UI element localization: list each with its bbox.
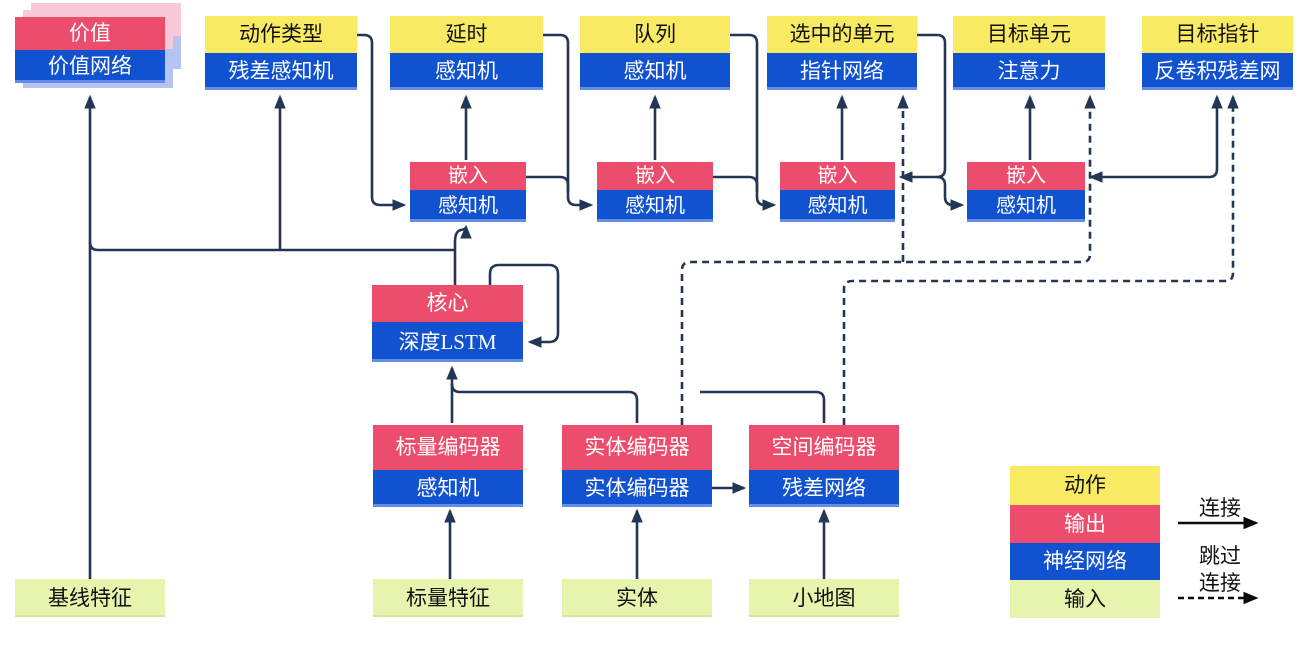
- legend-output: 输出: [1010, 505, 1160, 543]
- target-point-header: 目标指针: [1142, 16, 1293, 53]
- node-delay: 延时 感知机: [390, 16, 543, 90]
- edge-embed4-target-point: [1088, 94, 1223, 183]
- skip-entity-to-target-unit: [680, 94, 1096, 425]
- embed4-header: 嵌入: [967, 162, 1085, 190]
- edge-queue-to-embed3: [730, 33, 777, 211]
- queue-header: 队列: [580, 16, 730, 53]
- edge-core-to-embed1: [453, 224, 472, 285]
- legend-input: 输入: [1010, 580, 1160, 618]
- edge-delay-to-embed2: [543, 33, 594, 211]
- skip-spatial-to-target-point: [842, 94, 1239, 425]
- node-action-type: 动作类型 残差感知机: [205, 16, 357, 90]
- selected-units-body: 指针网络: [767, 53, 917, 90]
- delay-header: 延时: [390, 16, 543, 53]
- edge-core-self-loop: [488, 263, 560, 348]
- node-entities: 实体: [562, 579, 712, 617]
- entity-encoder-body: 实体编码器: [562, 470, 712, 507]
- embed4-body: 感知机: [967, 190, 1085, 222]
- embed3-header: 嵌入: [780, 162, 895, 190]
- embed3-body: 感知机: [780, 190, 895, 222]
- legend-connection-label: 连接: [1199, 496, 1241, 520]
- scalar-features-label: 标量特征: [406, 586, 490, 610]
- node-spatial-encoder: 空间编码器 残差网络: [749, 425, 899, 507]
- embed2-body: 感知机: [597, 190, 713, 222]
- edge-entity-encoder-to-core: [450, 383, 639, 423]
- node-entity-encoder: 实体编码器 实体编码器: [562, 425, 712, 507]
- node-embed1: 嵌入 感知机: [410, 162, 526, 222]
- node-target-unit: 目标单元 注意力: [953, 16, 1105, 90]
- legend-swatches: 动作 输出 神经网络 输入: [1010, 466, 1160, 618]
- minimap-label: 小地图: [792, 586, 856, 610]
- node-core: 核心 深度LSTM: [372, 285, 523, 362]
- embed1-body: 感知机: [410, 190, 526, 222]
- edge-embed1-to-embed2: [526, 175, 570, 192]
- embed2-header: 嵌入: [597, 162, 713, 190]
- edge-spatial-encoder-to-core: [700, 390, 826, 423]
- edge-core-horizontal-left: [88, 241, 455, 252]
- edge-selected-units-to-embed4: [936, 175, 965, 211]
- target-unit-body: 注意力: [953, 53, 1105, 90]
- core-header: 核心: [372, 285, 523, 322]
- selected-units-header: 选中的单元: [767, 16, 917, 53]
- legend-skip-label-line1: 跳过: [1199, 544, 1241, 568]
- spatial-encoder-header: 空间编码器: [749, 425, 899, 470]
- legend-neural-network: 神经网络: [1010, 543, 1160, 580]
- node-scalar-features: 标量特征: [373, 579, 523, 617]
- legend-skip-label-line2: 连接: [1199, 571, 1241, 595]
- node-embed4: 嵌入 感知机: [967, 162, 1085, 222]
- node-embed2: 嵌入 感知机: [597, 162, 713, 222]
- spatial-encoder-body: 残差网络: [749, 470, 899, 507]
- baseline-features-label: 基线特征: [48, 586, 132, 610]
- node-embed3: 嵌入 感知机: [780, 162, 895, 222]
- target-point-body: 反卷积残差网: [1142, 53, 1293, 90]
- action-type-header: 动作类型: [205, 16, 357, 53]
- target-unit-header: 目标单元: [953, 16, 1105, 53]
- edge-action-type-to-embed1: [357, 33, 407, 211]
- value-header: 价值: [15, 17, 165, 50]
- action-type-body: 残差感知机: [205, 53, 357, 90]
- core-body: 深度LSTM: [372, 322, 523, 362]
- node-target-point: 目标指针 反卷积残差网: [1142, 16, 1293, 90]
- edge-embed2-to-embed3: [713, 175, 759, 192]
- entity-encoder-header: 实体编码器: [562, 425, 712, 470]
- scalar-encoder-body: 感知机: [373, 470, 523, 507]
- entities-label: 实体: [616, 586, 658, 610]
- node-minimap: 小地图: [749, 579, 899, 617]
- scalar-encoder-header: 标量编码器: [373, 425, 523, 470]
- legend-action: 动作: [1010, 466, 1160, 505]
- queue-body: 感知机: [580, 53, 730, 90]
- node-queue: 队列 感知机: [580, 16, 730, 90]
- value-body: 价值网络: [15, 50, 165, 83]
- embed1-header: 嵌入: [410, 162, 526, 190]
- node-scalar-encoder: 标量编码器 感知机: [373, 425, 523, 507]
- delay-body: 感知机: [390, 53, 543, 90]
- node-value: 价值 价值网络: [15, 17, 165, 83]
- node-selected-units: 选中的单元 指针网络: [767, 16, 917, 90]
- node-baseline-features: 基线特征: [15, 579, 165, 617]
